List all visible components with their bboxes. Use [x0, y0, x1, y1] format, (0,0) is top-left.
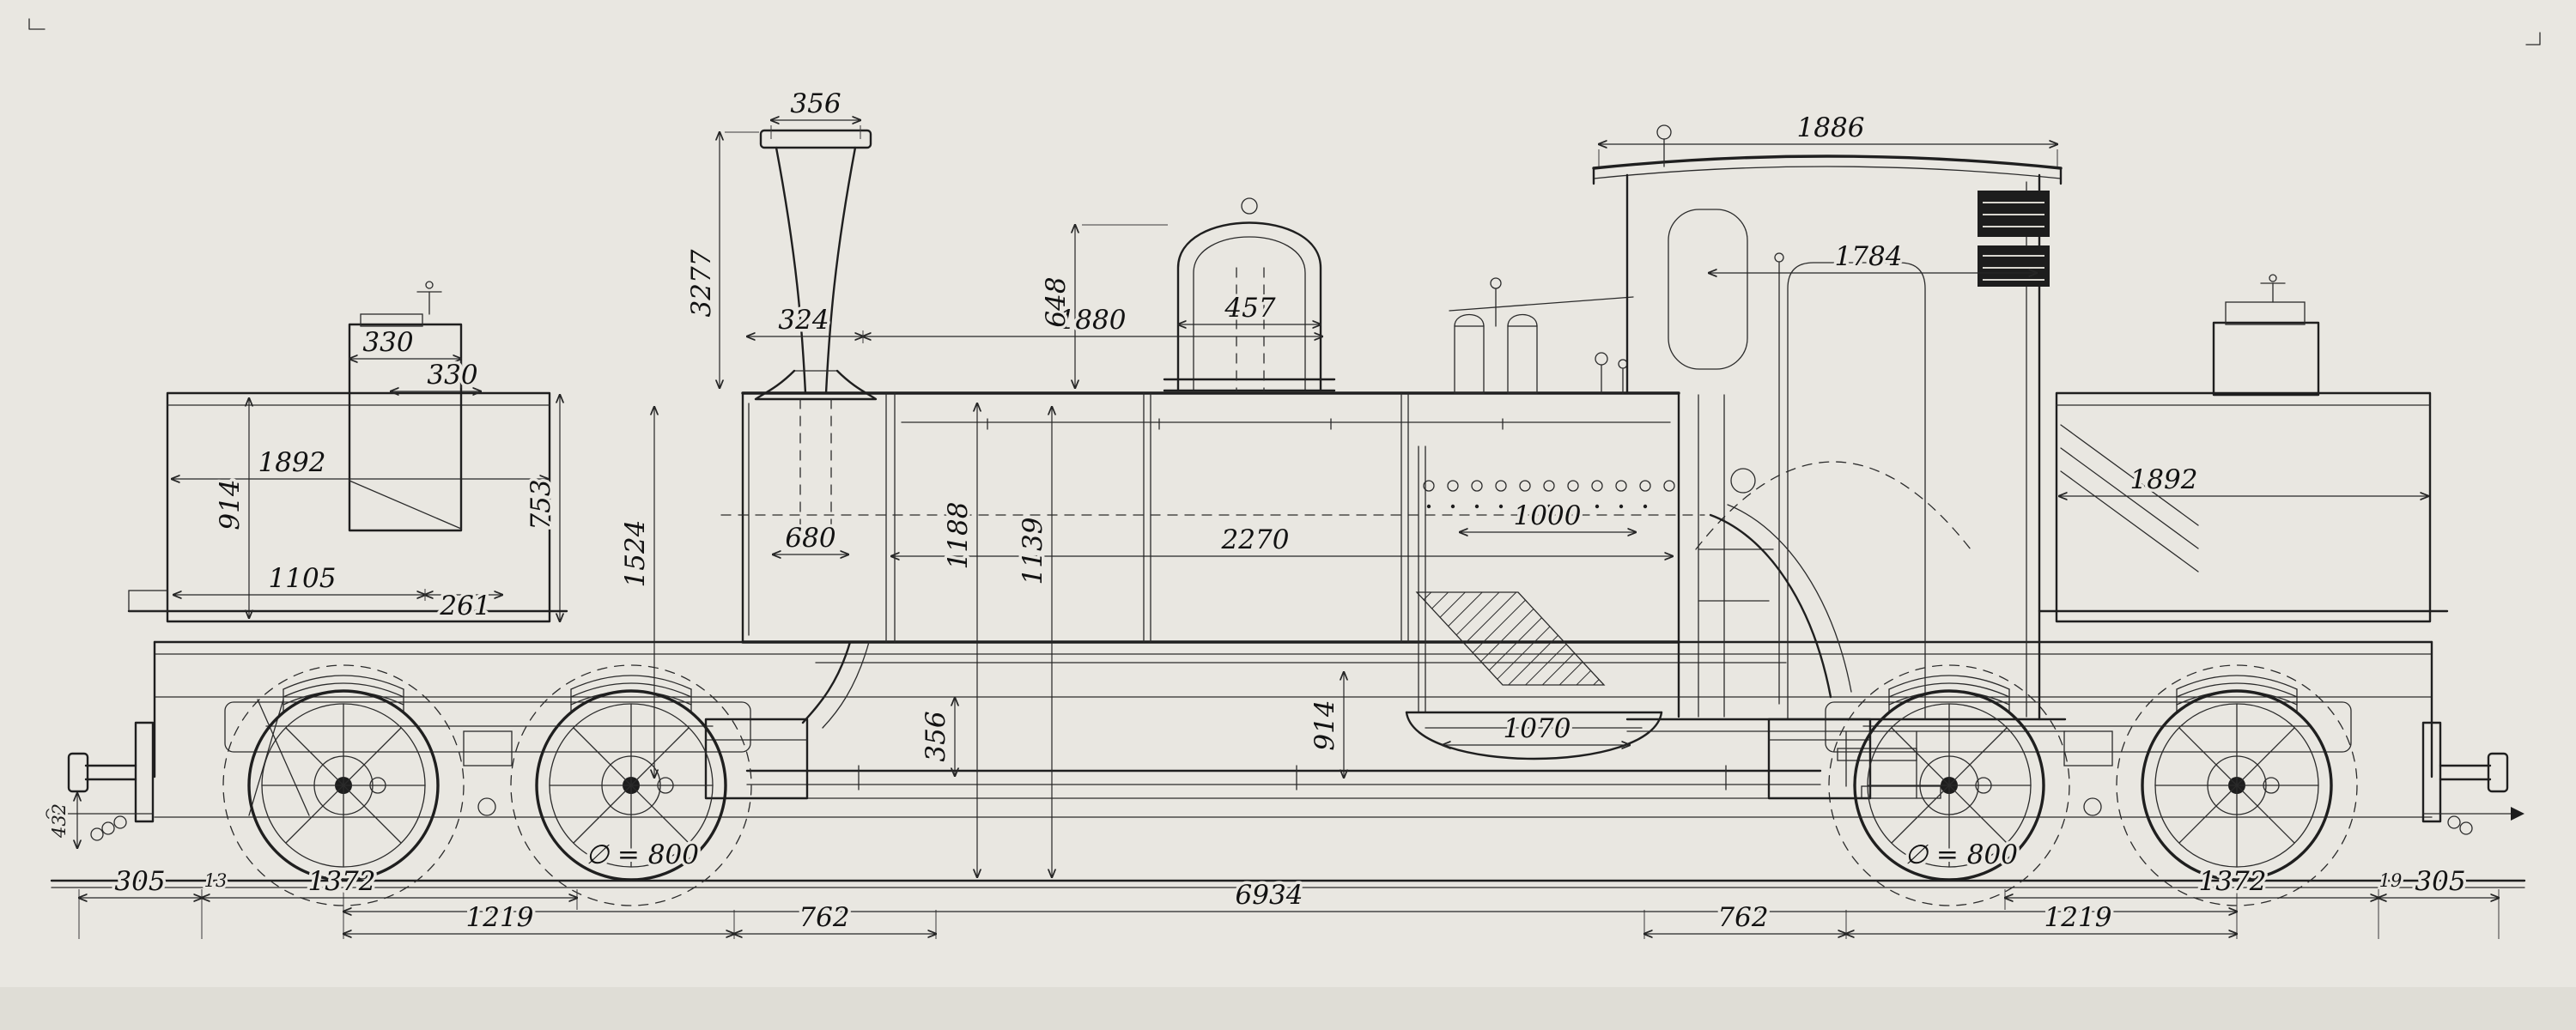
- paper-shadow-bottom: [0, 987, 2576, 1030]
- dim-bogie-to-pivot-left: 1219: [466, 902, 534, 933]
- dimension-labels: 356 3277 324 1880 648 457 1886 1784 330 …: [46, 86, 2469, 936]
- left-water-tank: [127, 281, 568, 623]
- dim-cab-roof-width: 1886: [1797, 112, 1865, 143]
- steam-pipe: [745, 765, 1822, 791]
- cab-step-upper: [1837, 748, 1917, 761]
- front-steam-pipe: [801, 640, 852, 724]
- bogie-frame: [1825, 701, 2352, 753]
- bogie-pivot: [463, 730, 513, 766]
- dim-left-tank-length: 1892: [258, 447, 326, 478]
- tank-filler: [2212, 274, 2320, 397]
- wheel: [2141, 689, 2333, 882]
- dim-height-a: 1188: [943, 502, 974, 570]
- dim-overhang-right: 305: [2415, 866, 2465, 897]
- cylinder: [1767, 718, 1872, 800]
- backhead: [1698, 394, 1774, 718]
- dim-note-left: 13: [204, 870, 228, 891]
- dim-smokebox-front: 324: [778, 305, 829, 336]
- dim-pivot-offset-left: 762: [799, 902, 849, 933]
- cab-step-lower: [1861, 785, 1941, 799]
- cab-doorway: [1787, 262, 1926, 720]
- steam-dome: [1163, 197, 1336, 392]
- dim-pivot-offset-right: 762: [1717, 902, 1768, 933]
- dim-wheel-dia-left: ∅ = 800: [586, 839, 699, 870]
- dim-left-tank-height: 914: [215, 479, 246, 530]
- dim-dome-height: 648: [1041, 276, 1072, 327]
- cab: [1592, 124, 2067, 799]
- right-buffer-coupling: [2421, 721, 2524, 835]
- ashpan: [1405, 711, 1663, 760]
- dim-firebox-length: 1000: [1514, 500, 1582, 531]
- coal-bunker: [348, 281, 463, 532]
- dim-footplate-ledge: 261: [439, 591, 490, 621]
- dim-bogie-wheelbase-left: 1372: [308, 866, 376, 897]
- right-bogie: [1767, 664, 2358, 906]
- dim-note-right: 19: [2379, 870, 2403, 891]
- footplate-ledge: [128, 590, 168, 612]
- dim-wheel-dia-right: ∅ = 800: [1905, 839, 2018, 870]
- dim-bunker-depth: 753: [526, 479, 556, 530]
- dim-boiler-front-dia: 680: [785, 523, 835, 554]
- dim-firebox-depth: 914: [1309, 700, 1340, 750]
- dim-bogie-wheelbase-right: 1372: [2199, 866, 2267, 897]
- registration-marks: [28, 18, 2541, 45]
- chimney: [754, 129, 878, 550]
- dim-right-tank-length: 1892: [2130, 464, 2198, 495]
- dimension-lines: [77, 120, 2499, 939]
- coal-chute-plates: [2060, 424, 2199, 573]
- safety-valves: [1449, 277, 1634, 394]
- wheel: [247, 689, 440, 882]
- bogie-swing-arc: [1695, 461, 1971, 550]
- dim-footplate-length: 1105: [269, 563, 337, 594]
- bogie-frame: [224, 701, 751, 753]
- dim-dome-width: 457: [1224, 293, 1275, 324]
- dim-cab-inner-width: 1784: [1835, 241, 1903, 272]
- dim-boiler-barrel-length: 2270: [1221, 524, 1290, 555]
- dim-chimney-to-dome: 1880: [1059, 305, 1127, 336]
- left-buffer-coupling: [46, 721, 155, 841]
- cab-front-window: [1668, 209, 1748, 370]
- dim-height-b: 1139: [1018, 518, 1048, 585]
- bogie-pivot: [2063, 730, 2113, 766]
- dim-chimney-cap-width: 356: [790, 88, 841, 119]
- dim-bunker-hatch-a: 330: [362, 327, 413, 358]
- grate-hatching: [1415, 591, 1606, 686]
- dim-bunker-hatch-b: 330: [427, 360, 477, 391]
- dim-frame-depth: 356: [920, 711, 951, 761]
- stay-bolts: [1423, 480, 1675, 509]
- cab-roof: [1592, 154, 2063, 170]
- dim-total-wheelbase: 6934: [1236, 880, 1303, 911]
- right-water-tank: [2038, 274, 2449, 623]
- cylinder: [704, 718, 809, 800]
- firebox: [1405, 391, 1680, 760]
- dim-ashpan-length: 1070: [1504, 713, 1571, 744]
- dim-bogie-to-pivot-right: 1219: [2044, 902, 2112, 933]
- cab-steam-pipe: [1709, 513, 1832, 699]
- dim-boiler-centre-height: 1524: [620, 520, 651, 588]
- main-frame: [153, 640, 2433, 818]
- dim-overall-height: 3277: [686, 249, 717, 317]
- rails: [50, 879, 2526, 888]
- dim-buffer-height: 432: [49, 803, 70, 839]
- dim-overhang-left: 305: [114, 866, 165, 897]
